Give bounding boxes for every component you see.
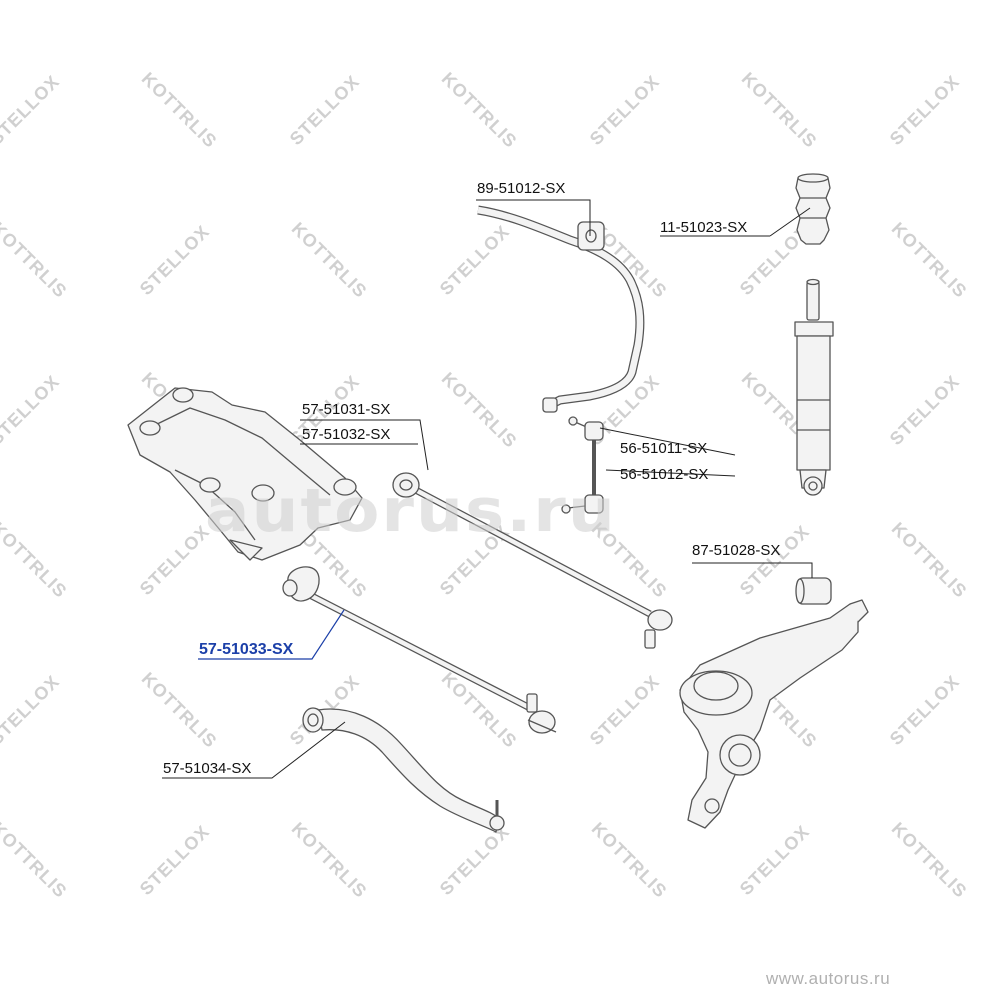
label-87-51028-sx[interactable]: 87-51028-SX [692, 542, 781, 559]
leader-56-51011 [599, 427, 736, 477]
leader-89-51012 [476, 199, 591, 236]
autorus-watermark-overlay: autorus.ru [205, 475, 617, 546]
bump-stop-illustration [795, 173, 831, 245]
stabilizer-link-illustration [561, 416, 604, 514]
leader-87-51028 [692, 562, 813, 578]
label-57-51031-sx[interactable]: 57-51031-SX [302, 401, 391, 418]
site-watermark: www.autorus.ru [766, 969, 891, 988]
label-11-51023-sx[interactable]: 11-51023-SX [660, 219, 748, 236]
stabilizer-bar-illustration [477, 205, 645, 413]
label-56-51011-sx[interactable]: 56-51011-SX [620, 440, 708, 457]
leader-57-51031 [300, 419, 429, 471]
label-57-51034-sx[interactable]: 57-51034-SX [163, 760, 252, 777]
lateral-link-lower-illustration [282, 566, 557, 734]
stabilizer-bushing-illustration [577, 221, 605, 251]
label-56-51012-sx[interactable]: 56-51012-SX [620, 466, 709, 483]
rear-subframe-illustration [127, 387, 363, 561]
lateral-link-upper-illustration [392, 472, 673, 649]
label-57-51033-sx-highlighted[interactable]: 57-51033-SX [199, 641, 294, 658]
arm-bushing-illustration [795, 577, 832, 605]
leader-11-51023 [660, 207, 811, 237]
label-89-51012-sx[interactable]: 89-51012-SX [477, 180, 566, 197]
steering-knuckle-illustration [679, 599, 869, 829]
label-57-51032-sx[interactable]: 57-51032-SX [302, 426, 391, 443]
leader-57-51033 [198, 609, 345, 660]
leader-57-51034 [162, 721, 346, 779]
lower-arm-illustration [302, 707, 505, 833]
shock-absorber-illustration [794, 278, 834, 496]
